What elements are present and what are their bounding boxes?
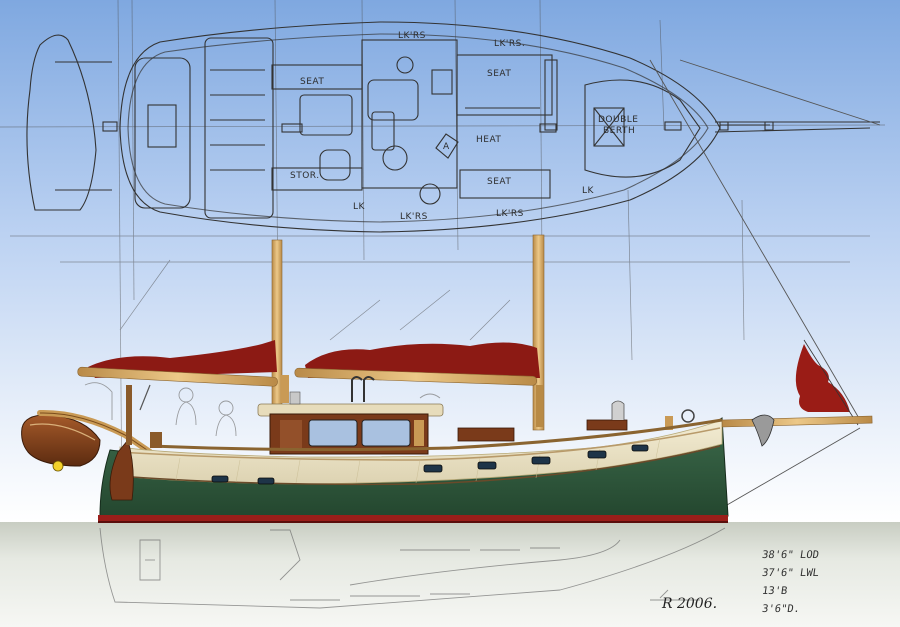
designer-signature: R 2006. bbox=[662, 596, 718, 612]
dinghy-light bbox=[52, 460, 64, 472]
jib-flag bbox=[795, 344, 850, 412]
label-lockers-top-right: LK'RS. bbox=[494, 39, 525, 49]
rigging-lines bbox=[649, 59, 881, 506]
water-background bbox=[0, 522, 900, 627]
profile-view bbox=[21, 234, 873, 523]
plan-view bbox=[26, 21, 880, 233]
aft-furled-sail bbox=[88, 340, 277, 378]
specifications-block: 38'6" LOD 37'6" LWL 13'B 3'6"D. bbox=[761, 546, 892, 618]
rudder bbox=[109, 439, 134, 501]
label-lockers-top-left: LK'RS bbox=[398, 31, 426, 41]
spec-lod: 38'6" LOD bbox=[761, 549, 820, 561]
label-double-berth-line1: DOUBLE bbox=[598, 115, 638, 125]
spec-draft: 3'6"D. bbox=[761, 603, 801, 615]
underwater-sketch bbox=[99, 527, 726, 609]
label-heat-marker: A bbox=[443, 142, 450, 152]
label-heat: HEAT bbox=[476, 135, 501, 145]
boot-top-stripe bbox=[98, 515, 728, 522]
main-furled-sail bbox=[305, 342, 540, 378]
aft-boom bbox=[77, 366, 278, 387]
label-seat-port-aft: SEAT bbox=[300, 77, 324, 87]
bulwark-rail bbox=[149, 418, 723, 452]
plan-dinghy-outline bbox=[26, 34, 97, 211]
label-seat-stbd-fwd: SEAT bbox=[487, 177, 511, 187]
fore-mast bbox=[532, 234, 545, 431]
label-stor: STOR. bbox=[290, 171, 320, 181]
portlights bbox=[211, 444, 649, 485]
label-double-berth-line2: BERTH bbox=[603, 126, 635, 136]
deckhouse-window-2 bbox=[361, 419, 411, 447]
label-lockers-bottom-left: LK'RS bbox=[400, 212, 428, 222]
label-seat-port-fwd: SEAT bbox=[487, 69, 511, 79]
crew-sketches bbox=[84, 382, 441, 437]
deckhouse-window-1 bbox=[308, 419, 358, 447]
spec-lwl: 37'6" LWL bbox=[761, 567, 820, 579]
plan-labels: LK'RS LK'RS. SEAT SEAT DOUBLE BERTH A HE… bbox=[290, 31, 638, 222]
label-locker-stbd-aft: LK bbox=[353, 202, 366, 212]
label-locker-stbd-fwd: LK bbox=[582, 186, 595, 196]
spec-beam: 13'B bbox=[761, 585, 789, 597]
anchor-icon bbox=[751, 414, 775, 447]
main-boom bbox=[294, 367, 538, 386]
label-lockers-bottom-right: LK'RS bbox=[496, 209, 524, 219]
